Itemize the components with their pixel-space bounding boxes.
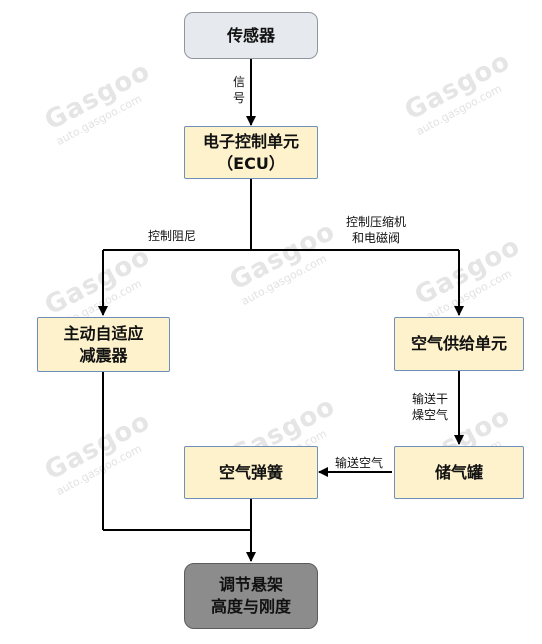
node-sensor-label: 传感器: [226, 25, 275, 45]
edge-label-deliver-air: 输送空气: [335, 455, 383, 471]
node-air-supply-label: 空气供给单元: [410, 334, 507, 353]
edge-label-signal-line2: 号: [232, 91, 245, 105]
node-result-label-line2: 高度与刚度: [210, 597, 291, 616]
edge-label-signal-line1: 信: [232, 75, 245, 89]
node-sensor: 传感器: [184, 12, 318, 59]
node-air-tank-label: 储气罐: [434, 462, 483, 482]
node-damper-label-line2: 减震器: [79, 345, 128, 365]
edge-label-control-damping: 控制阻尼: [148, 228, 196, 244]
node-air-spring: 空气弹簧: [184, 446, 318, 499]
node-result-label-line1: 调节悬架: [218, 575, 283, 594]
node-result: 调节悬架 高度与刚度: [184, 563, 318, 629]
edge-label-deliver-air-text: 输送空气: [335, 456, 384, 470]
edge-label-control-damping-text: 控制阻尼: [148, 229, 197, 243]
node-ecu-label-line2: （ECU）: [217, 153, 285, 173]
node-ecu-label-line1: 电子控制单元: [202, 131, 299, 151]
edge-label-deliver-dry-air-line1: 输送干: [411, 392, 448, 406]
node-air-spring-label: 空气弹簧: [218, 462, 283, 482]
edge-label-deliver-dry-air-line2: 燥空气: [411, 408, 448, 422]
edge-label-control-compressor: 控制压缩机 和电磁阀: [338, 214, 414, 246]
node-air-tank: 储气罐: [394, 446, 524, 499]
node-ecu: 电子控制单元 （ECU）: [184, 126, 318, 179]
edge-label-signal: 信 号: [230, 74, 248, 106]
node-damper-label-line1: 主动自适应: [63, 323, 144, 343]
node-adaptive-damper: 主动自适应 减震器: [37, 317, 170, 372]
edge-label-control-compressor-line1: 控制压缩机: [345, 215, 406, 229]
node-air-supply-unit: 空气供给单元: [394, 317, 524, 371]
edge-label-control-compressor-line2: 和电磁阀: [351, 231, 400, 245]
edge-label-deliver-dry-air: 输送干 燥空气: [409, 391, 451, 423]
